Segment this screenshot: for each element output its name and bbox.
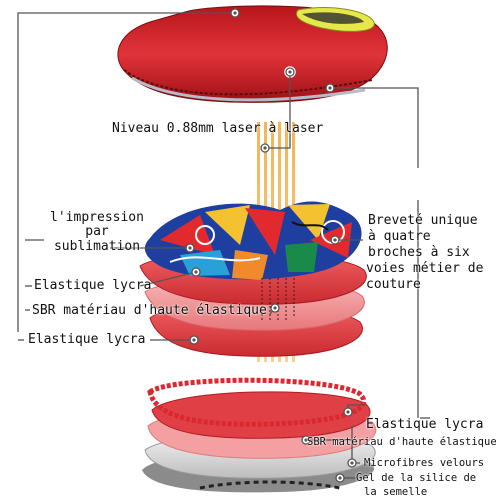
label-gel-line1: Gel de la silice de — [356, 472, 477, 484]
label-patent-line3: broches à six — [368, 245, 470, 260]
label-microfibres: Microfibres velours — [364, 457, 485, 469]
label-gel-line2: la semelle — [364, 486, 428, 498]
assembled-shoe — [117, 5, 388, 103]
sole-assembly — [142, 377, 377, 493]
label-lycra-bottom: Elastique lycra — [366, 417, 484, 432]
label-patent-line5: couture — [366, 277, 421, 292]
label-patent-line2: à quatre — [368, 229, 431, 244]
callout-dots — [185, 8, 357, 483]
label-sbr-top: SBR matériau d'haute élastique — [32, 303, 267, 318]
label-print-line3: sublimation — [53, 239, 141, 254]
label-lycra-top: Elastique lycra — [34, 278, 152, 293]
layer-printed — [144, 201, 362, 322]
label-patent-line4: voies métier de — [366, 261, 484, 276]
label-laser: Niveau 0.88mm laser à laser — [112, 121, 324, 136]
label-patent-line1: Breveté unique — [368, 213, 478, 228]
label-sbr-bottom: SBR matériau d'haute élastique — [307, 436, 497, 448]
label-print-line1: l'impression — [50, 210, 144, 225]
label-print-line2: par — [85, 224, 109, 239]
label-lycra-middle: Elastique lycra — [28, 332, 146, 347]
